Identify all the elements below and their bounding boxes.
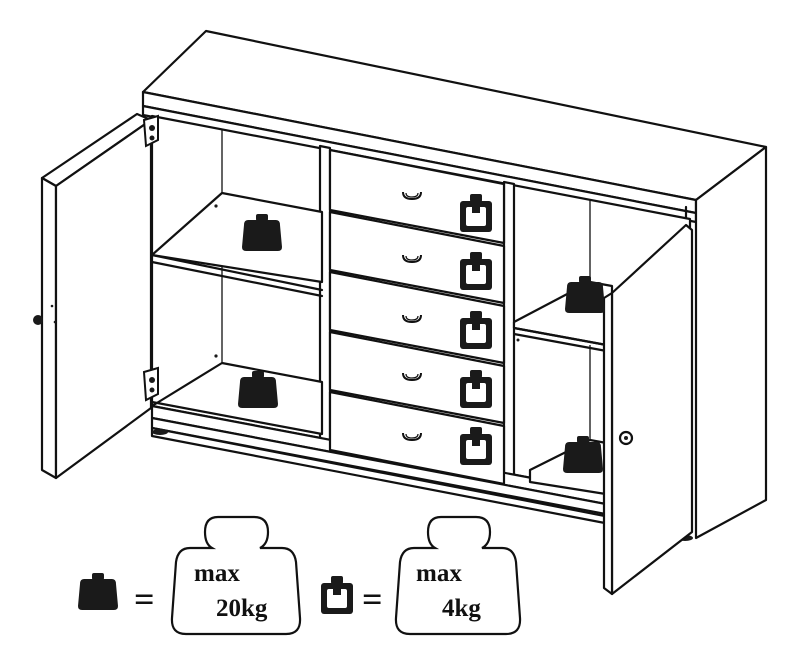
legend-equals: = <box>362 579 383 619</box>
right-door[interactable] <box>516 223 694 596</box>
legend-weight-outline <box>170 515 302 636</box>
left-shelf <box>150 191 324 298</box>
cabinet-base <box>150 361 693 541</box>
cabinet-right-side <box>684 145 768 540</box>
hinge-icon <box>142 114 159 148</box>
legend-solid-line2: 20kg <box>216 595 268 622</box>
legend-weight-outline <box>394 515 522 636</box>
legend-outline-line1: max <box>416 560 462 587</box>
legend-equals: = <box>134 579 155 619</box>
left-door[interactable] <box>33 112 218 480</box>
door-knob-icon <box>33 315 43 325</box>
hinge-icon <box>142 366 159 402</box>
legend-outline-line2: 4kg <box>442 595 481 622</box>
legend-solid-line1: max <box>194 560 240 587</box>
weight-legend: = max 20kg = max 4kg <box>78 515 522 636</box>
solid-weight-icon <box>78 573 118 610</box>
outline-weight-icon <box>321 576 353 614</box>
